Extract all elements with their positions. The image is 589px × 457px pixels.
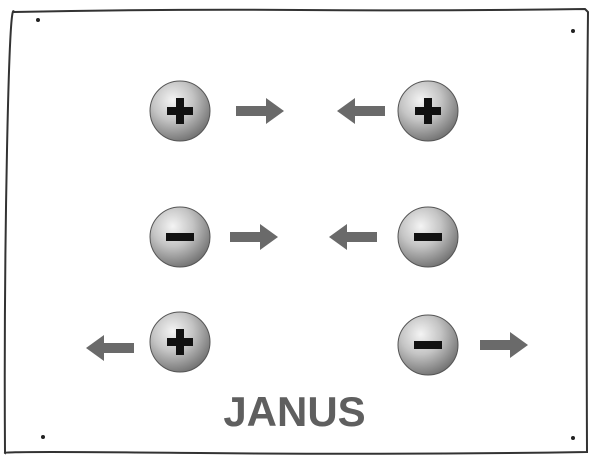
arrow-left-icon: [86, 335, 134, 361]
particle-negative: [149, 206, 211, 268]
arrow-right-icon: [480, 332, 528, 358]
corner-dot-bottom-right: [571, 436, 575, 440]
corner-dot-top-right: [571, 29, 575, 33]
arrow-right-icon: [236, 98, 284, 124]
row-positive-positive: [149, 80, 459, 142]
row-negative-negative: [149, 206, 459, 268]
particle-positive: [149, 311, 211, 373]
arrow-right-icon: [230, 224, 278, 250]
particle-positive: [149, 80, 211, 142]
corner-dot-bottom-left: [41, 435, 45, 439]
frame-border: [3, 7, 589, 455]
particle-negative: [397, 206, 459, 268]
arrow-left-icon: [329, 224, 377, 250]
row-positive-negative: [86, 311, 528, 376]
particle-positive: [397, 80, 459, 142]
arrow-left-icon: [337, 98, 385, 124]
diagram-title: JANUS: [223, 388, 366, 435]
corner-dot-top-left: [36, 18, 40, 22]
particle-negative: [397, 314, 459, 376]
